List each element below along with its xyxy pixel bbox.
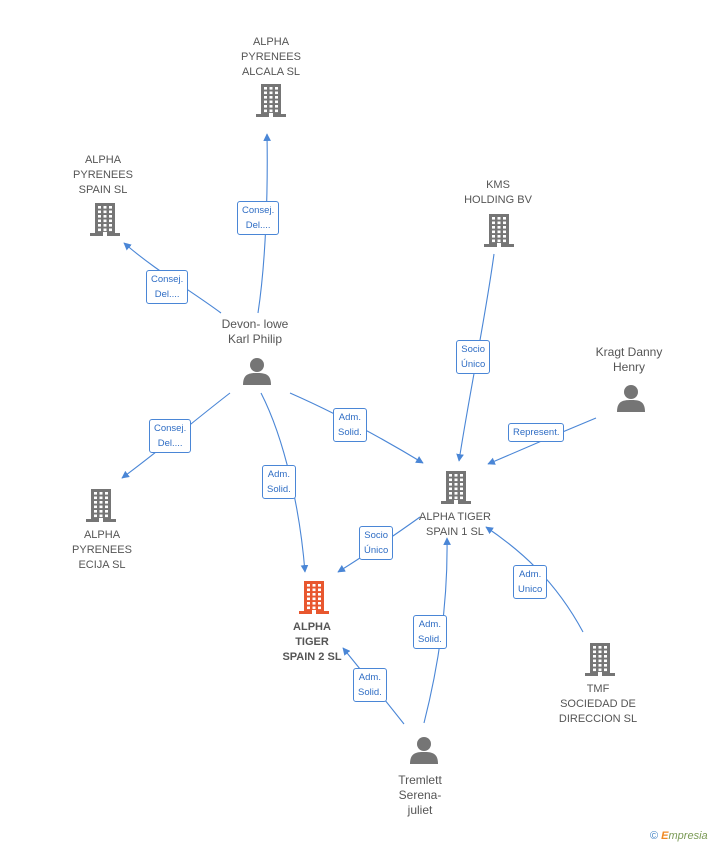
ecija-building-icon[interactable] <box>86 489 116 522</box>
brand-initial: E <box>661 830 669 842</box>
node-label-ecija[interactable]: ALPHA PYRENEES ECIJA SL <box>72 529 132 571</box>
node-label-devon[interactable]: Devon- lowe Karl Philip <box>221 317 289 346</box>
edge-label-devon-spain[interactable]: Consej. Del.... <box>146 270 189 304</box>
copyright-symbol: © <box>650 830 659 842</box>
edge-label-devon-tiger1[interactable]: Adm. Solid. <box>333 408 367 442</box>
tiger1-building-icon[interactable] <box>441 471 471 504</box>
tmf-building-icon[interactable] <box>585 643 615 676</box>
icons-layer <box>86 84 645 764</box>
edge-label-tremlett-tiger1[interactable]: Adm. Solid. <box>413 615 447 649</box>
node-label-tmf[interactable]: TMF SOCIEDAD DE DIRECCION SL <box>558 683 638 725</box>
edge-label-kragt-tiger1[interactable]: Represent. <box>508 423 565 442</box>
alcala-building-icon[interactable] <box>256 84 286 117</box>
devon-person-icon[interactable] <box>243 358 271 385</box>
node-label-tiger1[interactable]: ALPHA TIGER SPAIN 1 SL <box>419 511 491 538</box>
node-label-tremlett[interactable]: Tremlett Serena- juliet <box>398 773 442 817</box>
edge-label-tiger1-tiger2[interactable]: Socio Único <box>359 526 394 560</box>
edge-label-devon-alcala[interactable]: Consej. Del.... <box>237 201 280 235</box>
brand-name: mpresia <box>668 830 708 842</box>
edge-label-tmf-tiger1[interactable]: Adm. Unico <box>513 565 548 599</box>
kragt-person-icon[interactable] <box>617 385 645 412</box>
node-label-kragt[interactable]: Kragt Danny Henry <box>595 345 663 374</box>
edge-label-tremlett-tiger2[interactable]: Adm. Solid. <box>353 668 387 702</box>
empresia-brand: © Empresia <box>650 830 708 842</box>
kms-building-icon[interactable] <box>484 214 514 247</box>
spain-building-icon[interactable] <box>90 203 120 236</box>
edge-label-devon-tiger2[interactable]: Adm. Solid. <box>262 465 296 499</box>
node-label-alcala[interactable]: ALPHA PYRENEES ALCALA SL <box>241 36 301 78</box>
edge-label-devon-ecija[interactable]: Consej. Del.... <box>149 419 192 453</box>
tremlett-person-icon[interactable] <box>410 737 438 764</box>
node-label-spain[interactable]: ALPHA PYRENEES SPAIN SL <box>73 154 133 196</box>
node-label-tiger2[interactable]: ALPHA TIGER SPAIN 2 SL <box>282 621 342 663</box>
edge-label-kms-tiger1[interactable]: Socio Único <box>456 340 491 374</box>
node-label-kms[interactable]: KMS HOLDING BV <box>464 179 532 206</box>
tiger2-building-icon[interactable] <box>299 581 329 614</box>
